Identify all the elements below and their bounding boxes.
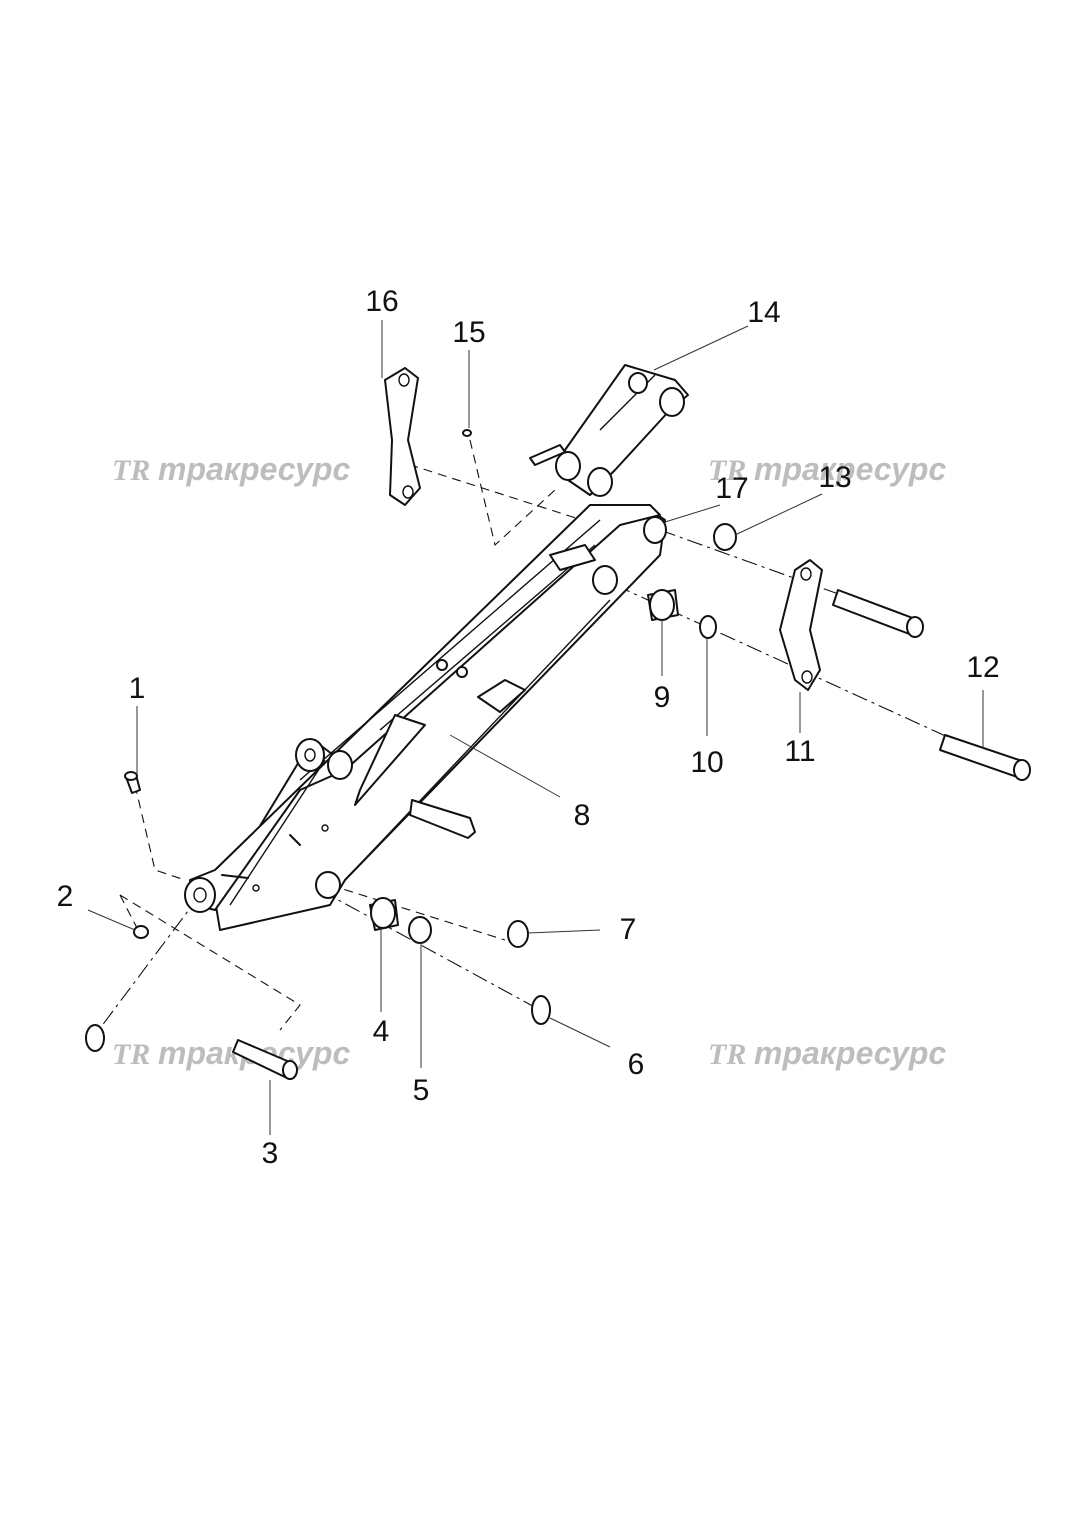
leader-lines — [87, 320, 984, 1135]
part-3-pin — [232, 1039, 298, 1080]
callout-7: 7 — [620, 913, 637, 946]
watermark-top-left: TR тракресурс — [112, 451, 350, 487]
watermark-bottom-right: TR тракресурс — [708, 1035, 946, 1071]
part-2-nut — [133, 925, 149, 939]
callout-4: 4 — [373, 1015, 390, 1048]
part-5-ring — [408, 916, 432, 944]
callout-9: 9 — [654, 681, 671, 714]
callout-3: 3 — [262, 1137, 279, 1170]
callout-15: 15 — [452, 316, 485, 349]
part-9-bushing — [647, 589, 679, 621]
callout-11: 11 — [784, 735, 815, 768]
callout-16: 16 — [365, 285, 398, 318]
part-10-circlip — [699, 615, 717, 639]
part-16-link — [384, 367, 421, 506]
callout-10: 10 — [690, 746, 723, 779]
callout-8: 8 — [574, 799, 591, 832]
part-4-bushing — [369, 897, 399, 931]
callout-labels: 1 2 3 4 5 6 7 8 9 10 11 12 13 14 15 16 1… — [57, 285, 1000, 1170]
boom-arm — [184, 504, 667, 931]
callout-6: 6 — [628, 1048, 645, 1081]
watermark-bottom-left: TR тракресурс — [112, 1035, 350, 1071]
part-7-washer — [507, 920, 529, 948]
callout-17: 17 — [715, 472, 748, 505]
watermark-top-right: TR тракресурс — [708, 451, 946, 487]
part-6-washer — [531, 995, 551, 1025]
part-13-bushing — [713, 523, 737, 551]
washer-left — [85, 1024, 105, 1052]
watermark-logo: TR — [708, 454, 746, 487]
part-12-pin — [939, 734, 1031, 781]
callout-12: 12 — [966, 651, 999, 684]
callout-2: 2 — [57, 880, 74, 913]
part-1-bolt — [124, 771, 141, 794]
assembly-lines — [94, 439, 1021, 1036]
watermark-text: тракресурс — [754, 451, 946, 487]
part-11-link — [779, 559, 823, 691]
watermark-text: тракресурс — [158, 451, 350, 487]
watermark-text: тракресурс — [754, 1035, 946, 1071]
upper-pin — [832, 589, 924, 638]
part-15-grease-fitting — [462, 429, 472, 437]
watermark-logo: TR — [112, 454, 150, 487]
callout-14: 14 — [747, 296, 780, 329]
watermark-logo: TR — [112, 1038, 150, 1071]
part-14-link-assembly — [529, 364, 689, 497]
callout-5: 5 — [413, 1074, 430, 1107]
callout-13: 13 — [818, 461, 851, 494]
callout-1: 1 — [129, 672, 146, 705]
watermark-logo: TR — [708, 1038, 746, 1071]
